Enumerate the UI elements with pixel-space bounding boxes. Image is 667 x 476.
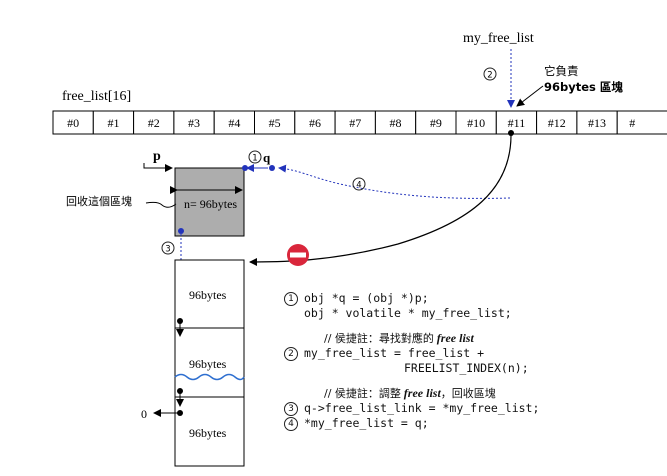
null-terminator-label: 0 [141, 407, 147, 421]
responsibility-note-line1: 它負責 [544, 64, 579, 78]
step-4-code-marker: 4 [284, 416, 298, 431]
array-cell-label: #5 [269, 116, 281, 130]
array-cell-label: #11 [508, 116, 526, 130]
block-top-dot [242, 165, 248, 171]
svg-text:4: 4 [356, 181, 361, 191]
array-cell-label: #7 [349, 116, 361, 130]
comment-line-1: // 侯捷註：尋找對應的 free list [324, 331, 474, 345]
step-3-marker: 3 [161, 241, 175, 255]
array-cell-label: #9 [430, 116, 442, 130]
step-4-link [278, 164, 511, 199]
no-entry-icon [287, 244, 309, 266]
step-1-marker: 1 [248, 150, 262, 164]
array-cell-label: #0 [67, 116, 79, 130]
chain-block-2-label: 96bytes [189, 357, 227, 371]
array-cell-label: #6 [309, 116, 321, 130]
svg-text:3: 3 [165, 245, 170, 255]
p-label: p [153, 149, 161, 164]
q-label: q [263, 150, 271, 165]
array-cell-label: #3 [188, 116, 200, 130]
array-cell-label: #1 [107, 116, 119, 130]
recycle-note-leader [145, 201, 177, 208]
step-2-marker: 2 [483, 67, 497, 81]
q-pointer-dot [269, 165, 275, 171]
array-cell-label: #10 [467, 116, 485, 130]
responsibility-note-line2: 96bytes 區塊 [544, 80, 623, 94]
code-line-2: obj * volatile * my_free_list; [304, 306, 512, 320]
free-list-chain [174, 259, 245, 467]
chain-block-1-label: 96bytes [189, 288, 227, 302]
free-list-array-label: free_list[16] [62, 89, 131, 104]
comment-line-2: // 侯捷註：調整 free list，回收區塊 [324, 386, 496, 400]
array-cell-label: #2 [148, 116, 160, 130]
chain-block-3-label: 96bytes [189, 426, 227, 440]
chain-elision-wave [174, 373, 245, 381]
p-pointer [143, 163, 173, 172]
my-free-list-label: my_free_list [463, 31, 534, 46]
recycled-block [174, 167, 245, 237]
array-cell-label: #8 [390, 116, 402, 130]
recycle-note: 回收這個區塊 [66, 194, 132, 208]
step-2-code-marker: 2 [284, 346, 298, 361]
svg-text:2: 2 [487, 71, 492, 81]
array-cell-label: #4 [228, 116, 240, 130]
step-1-code-marker: 1 [284, 291, 298, 306]
old-head-link [249, 132, 512, 266]
free-list-array: #0 #1 #2 #3 #4 #5 #6 #7 #8 #9 #10 #11 #12 #13 # [52, 110, 667, 135]
array-cell-label: #12 [548, 116, 566, 130]
code-line-4: FREELIST_INDEX(n); [404, 361, 529, 375]
responsibility-note-arrow [516, 85, 544, 107]
step-3-code-marker: 3 [284, 401, 298, 416]
svg-text:1: 1 [252, 154, 257, 164]
array-cell-label: #13 [588, 116, 606, 130]
code-line-6: 4*my_free_list = q; [284, 416, 664, 431]
block-bottom-dot [178, 228, 184, 234]
array-cell [616, 110, 667, 135]
array-cell-label: # [629, 116, 635, 130]
step-4-marker: 4 [352, 177, 366, 191]
block-size-label: n= 96bytes [184, 197, 237, 211]
